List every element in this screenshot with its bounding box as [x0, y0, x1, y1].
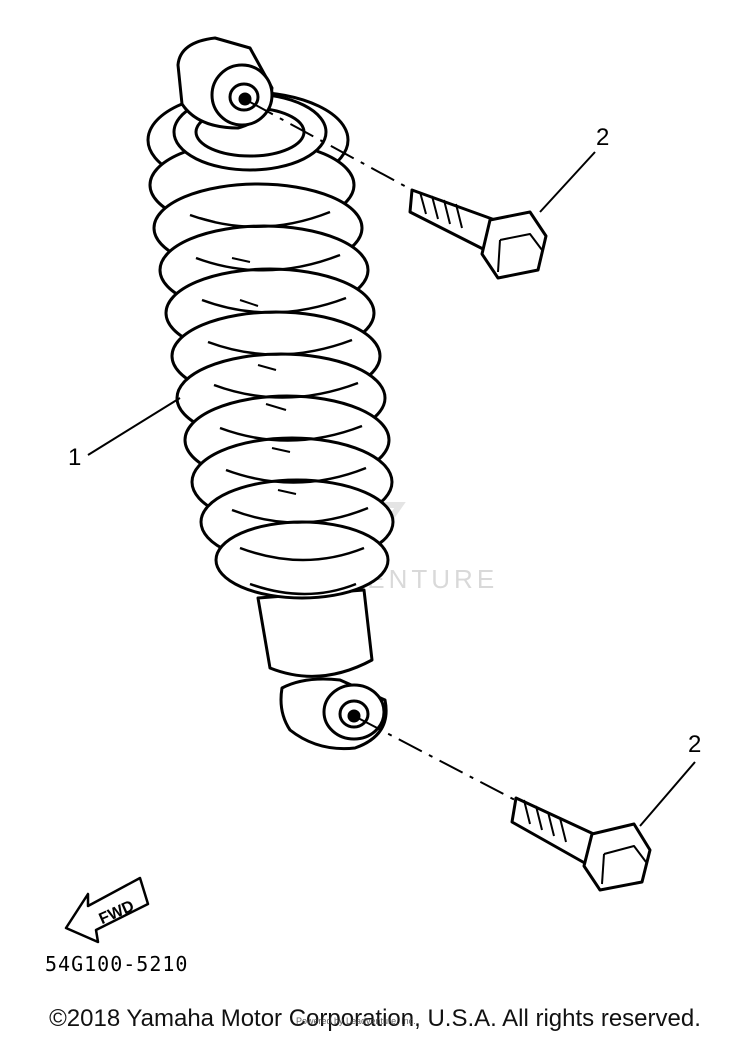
damper-body — [256, 588, 374, 678]
callout-2-upper: 2 — [596, 124, 609, 151]
upper-alignment-line — [249, 101, 413, 191]
callout-1: 1 — [68, 444, 81, 471]
copyright-notice: ©2018 Yamaha Motor Corporation, U.S.A. A… — [49, 1005, 701, 1032]
part-code: 54G100-5210 — [45, 952, 189, 976]
leader-line-2-upper — [539, 151, 596, 213]
fwd-arrow: FWD — [64, 876, 150, 944]
leader-line-1 — [87, 397, 181, 456]
shock-absorber — [146, 36, 395, 751]
leader-line-2-lower — [639, 761, 696, 827]
lower-bolt — [510, 796, 652, 892]
lower-alignment-line — [357, 717, 516, 801]
credit-text: Powered by Leadventure, Inc. — [296, 1016, 416, 1026]
callout-2-lower: 2 — [688, 731, 701, 758]
shock-absorber-diagram: LEADVENTURE — [64, 36, 701, 944]
upper-bolt — [408, 188, 548, 280]
